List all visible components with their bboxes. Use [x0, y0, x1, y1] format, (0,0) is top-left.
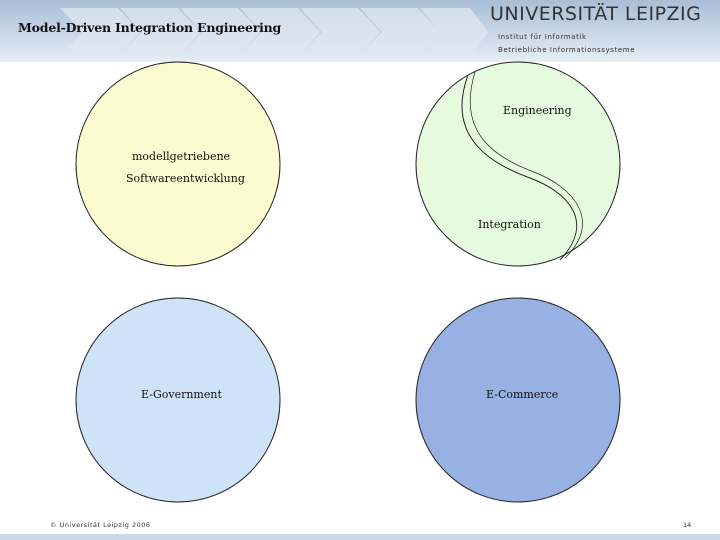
circle-mde [75, 61, 281, 267]
yin-yang-divider-inner [470, 71, 583, 259]
label-integration: Integration [478, 218, 541, 231]
label-mde-line1: modellgetriebene [132, 150, 231, 163]
label-ecommerce: E-Commerce [486, 388, 559, 401]
university-logo-text: UNIVERSITÄT LEIPZIG [490, 3, 702, 25]
circle-ecom [415, 297, 621, 503]
label-engineering: Engineering [503, 104, 572, 117]
header-banner: Model-Driven Integration Engineering UNI… [0, 0, 720, 62]
label-mde-line2: Softwareentwicklung [126, 172, 245, 185]
page-number: 14 [683, 521, 692, 529]
circle-integration [415, 61, 621, 267]
footer-bar [0, 534, 720, 540]
page-title: Model-Driven Integration Engineering [18, 20, 282, 35]
department-name: Betriebliche Informationssysteme [498, 46, 636, 54]
institute-name: Institut für Informatik [498, 33, 587, 41]
copyright-footer: © Universität Leipzig 2006 [50, 521, 151, 529]
chevron-decoration [60, 8, 488, 56]
label-egovernment: E-Government [141, 388, 222, 401]
circle-egov [75, 297, 281, 503]
yin-yang-divider [461, 74, 578, 261]
